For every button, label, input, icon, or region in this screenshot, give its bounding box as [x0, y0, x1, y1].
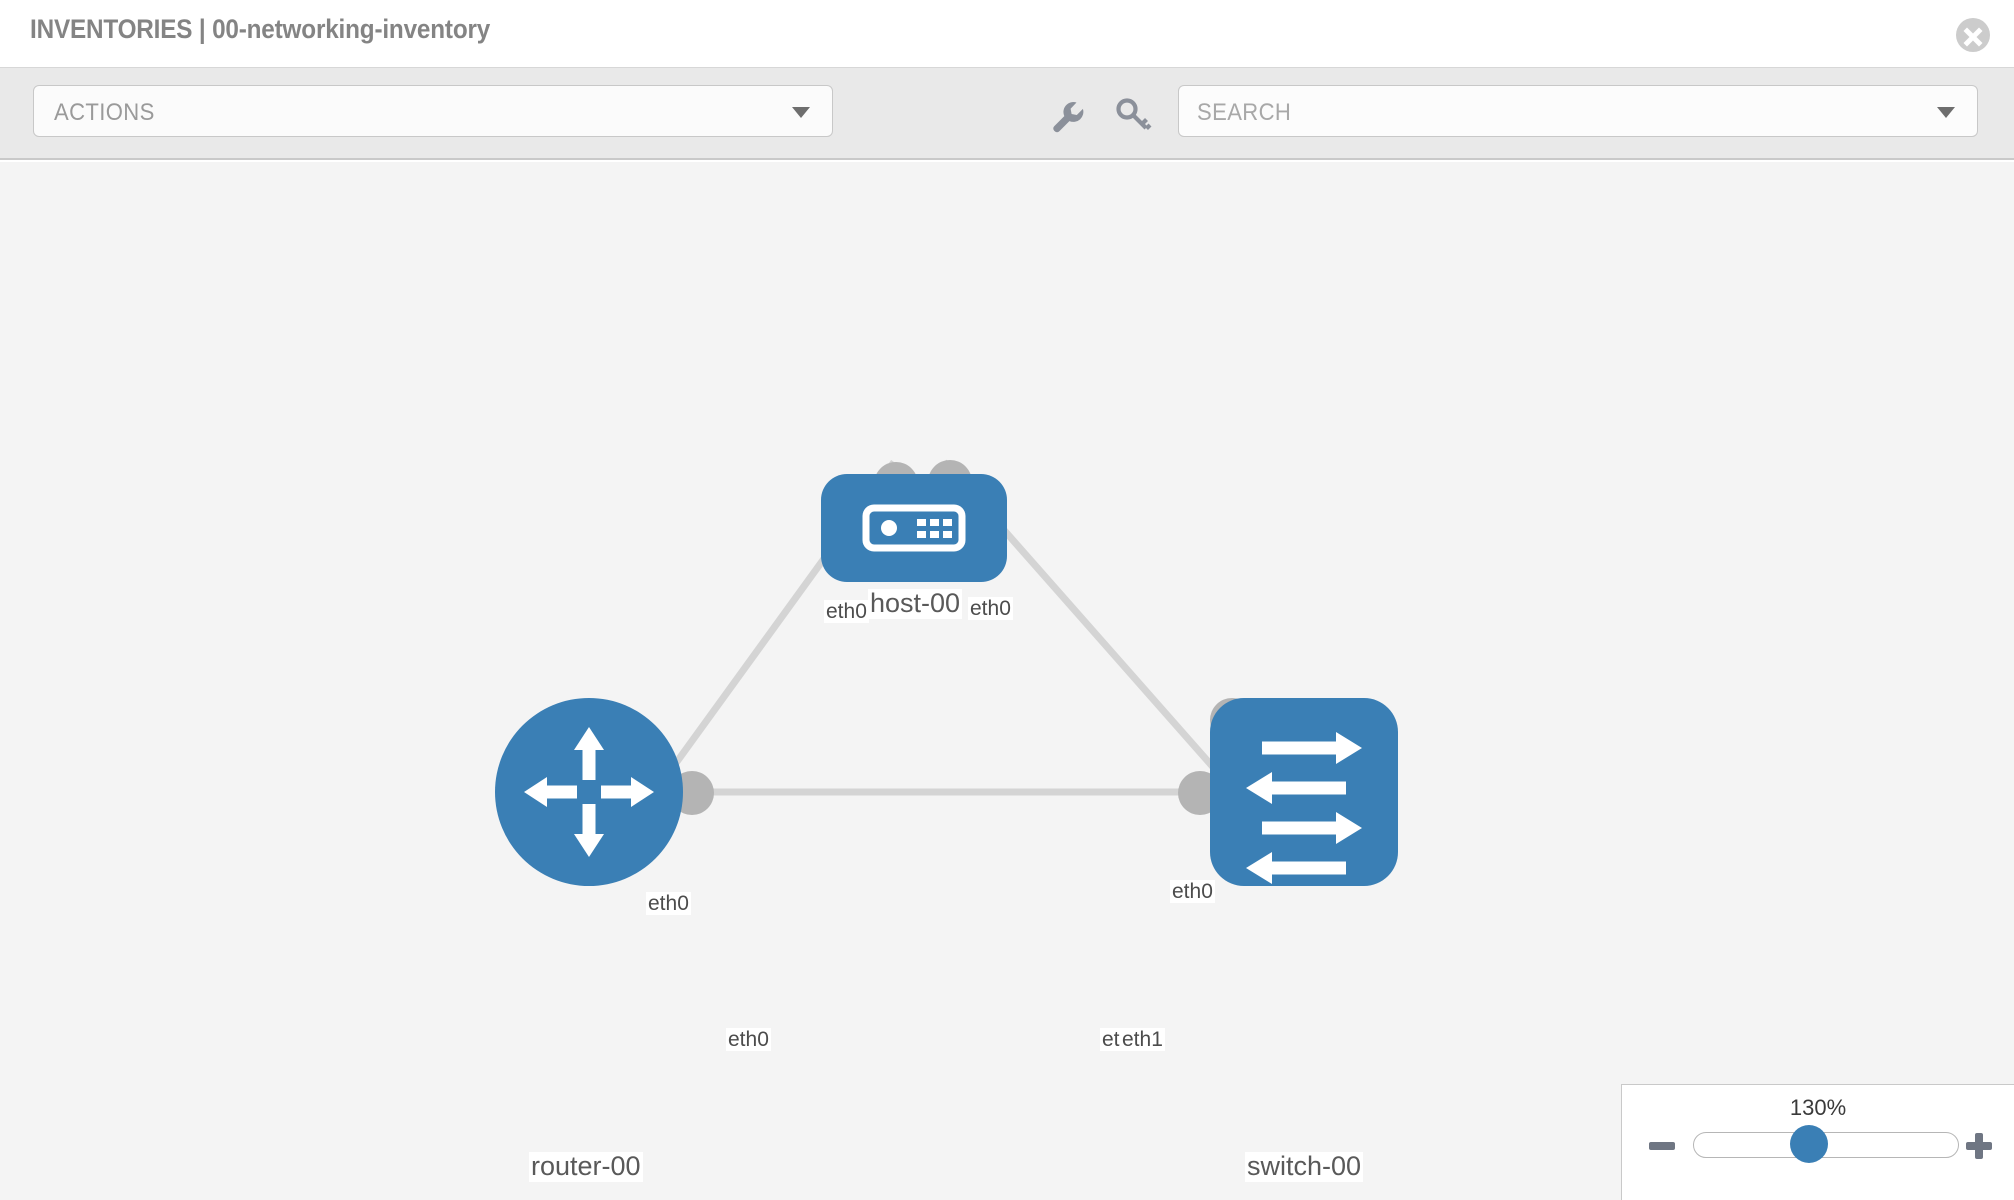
- close-icon[interactable]: [1956, 18, 1990, 52]
- topology-canvas[interactable]: eth0 eth0 eth0 eth0 eth0 eth eth1 host-0…: [0, 162, 2014, 1200]
- iface-label: eth0: [726, 1028, 771, 1052]
- iface-label: eth0: [968, 597, 1013, 621]
- search-input[interactable]: SEARCH: [1178, 85, 1978, 137]
- key-icon[interactable]: [1112, 95, 1154, 137]
- minus-icon[interactable]: [1645, 1129, 1679, 1163]
- iface-label: eth0: [646, 892, 691, 916]
- actions-dropdown-label: ACTIONS: [54, 99, 155, 126]
- wrench-icon[interactable]: [1046, 95, 1088, 137]
- title-bar: INVENTORIES | 00-networking-inventory: [0, 0, 2014, 68]
- node-label-router: router-00: [529, 1151, 643, 1182]
- node-label-host: host-00: [868, 588, 963, 619]
- iface-label: eth0: [1170, 880, 1215, 904]
- plus-icon[interactable]: [1962, 1129, 1996, 1163]
- chevron-down-icon: [792, 107, 810, 118]
- page-title: INVENTORIES | 00-networking-inventory: [30, 14, 491, 44]
- iface-label: eth1: [1120, 1028, 1165, 1052]
- search-placeholder: SEARCH: [1197, 99, 1292, 126]
- node-switch-00: [1210, 698, 1398, 886]
- topology-graph: [495, 459, 1398, 886]
- node-host-00: [821, 474, 1007, 582]
- actions-dropdown[interactable]: ACTIONS: [33, 85, 833, 137]
- zoom-percent-label: 130%: [1789, 1095, 1847, 1120]
- node-router-00: [495, 698, 683, 886]
- zoom-slider-thumb[interactable]: [1790, 1125, 1828, 1163]
- chevron-down-icon[interactable]: [1937, 107, 1955, 118]
- iface-label: eth0: [824, 600, 869, 624]
- node-label-switch: switch-00: [1245, 1151, 1364, 1182]
- zoom-control-panel: 130%: [1621, 1084, 2014, 1200]
